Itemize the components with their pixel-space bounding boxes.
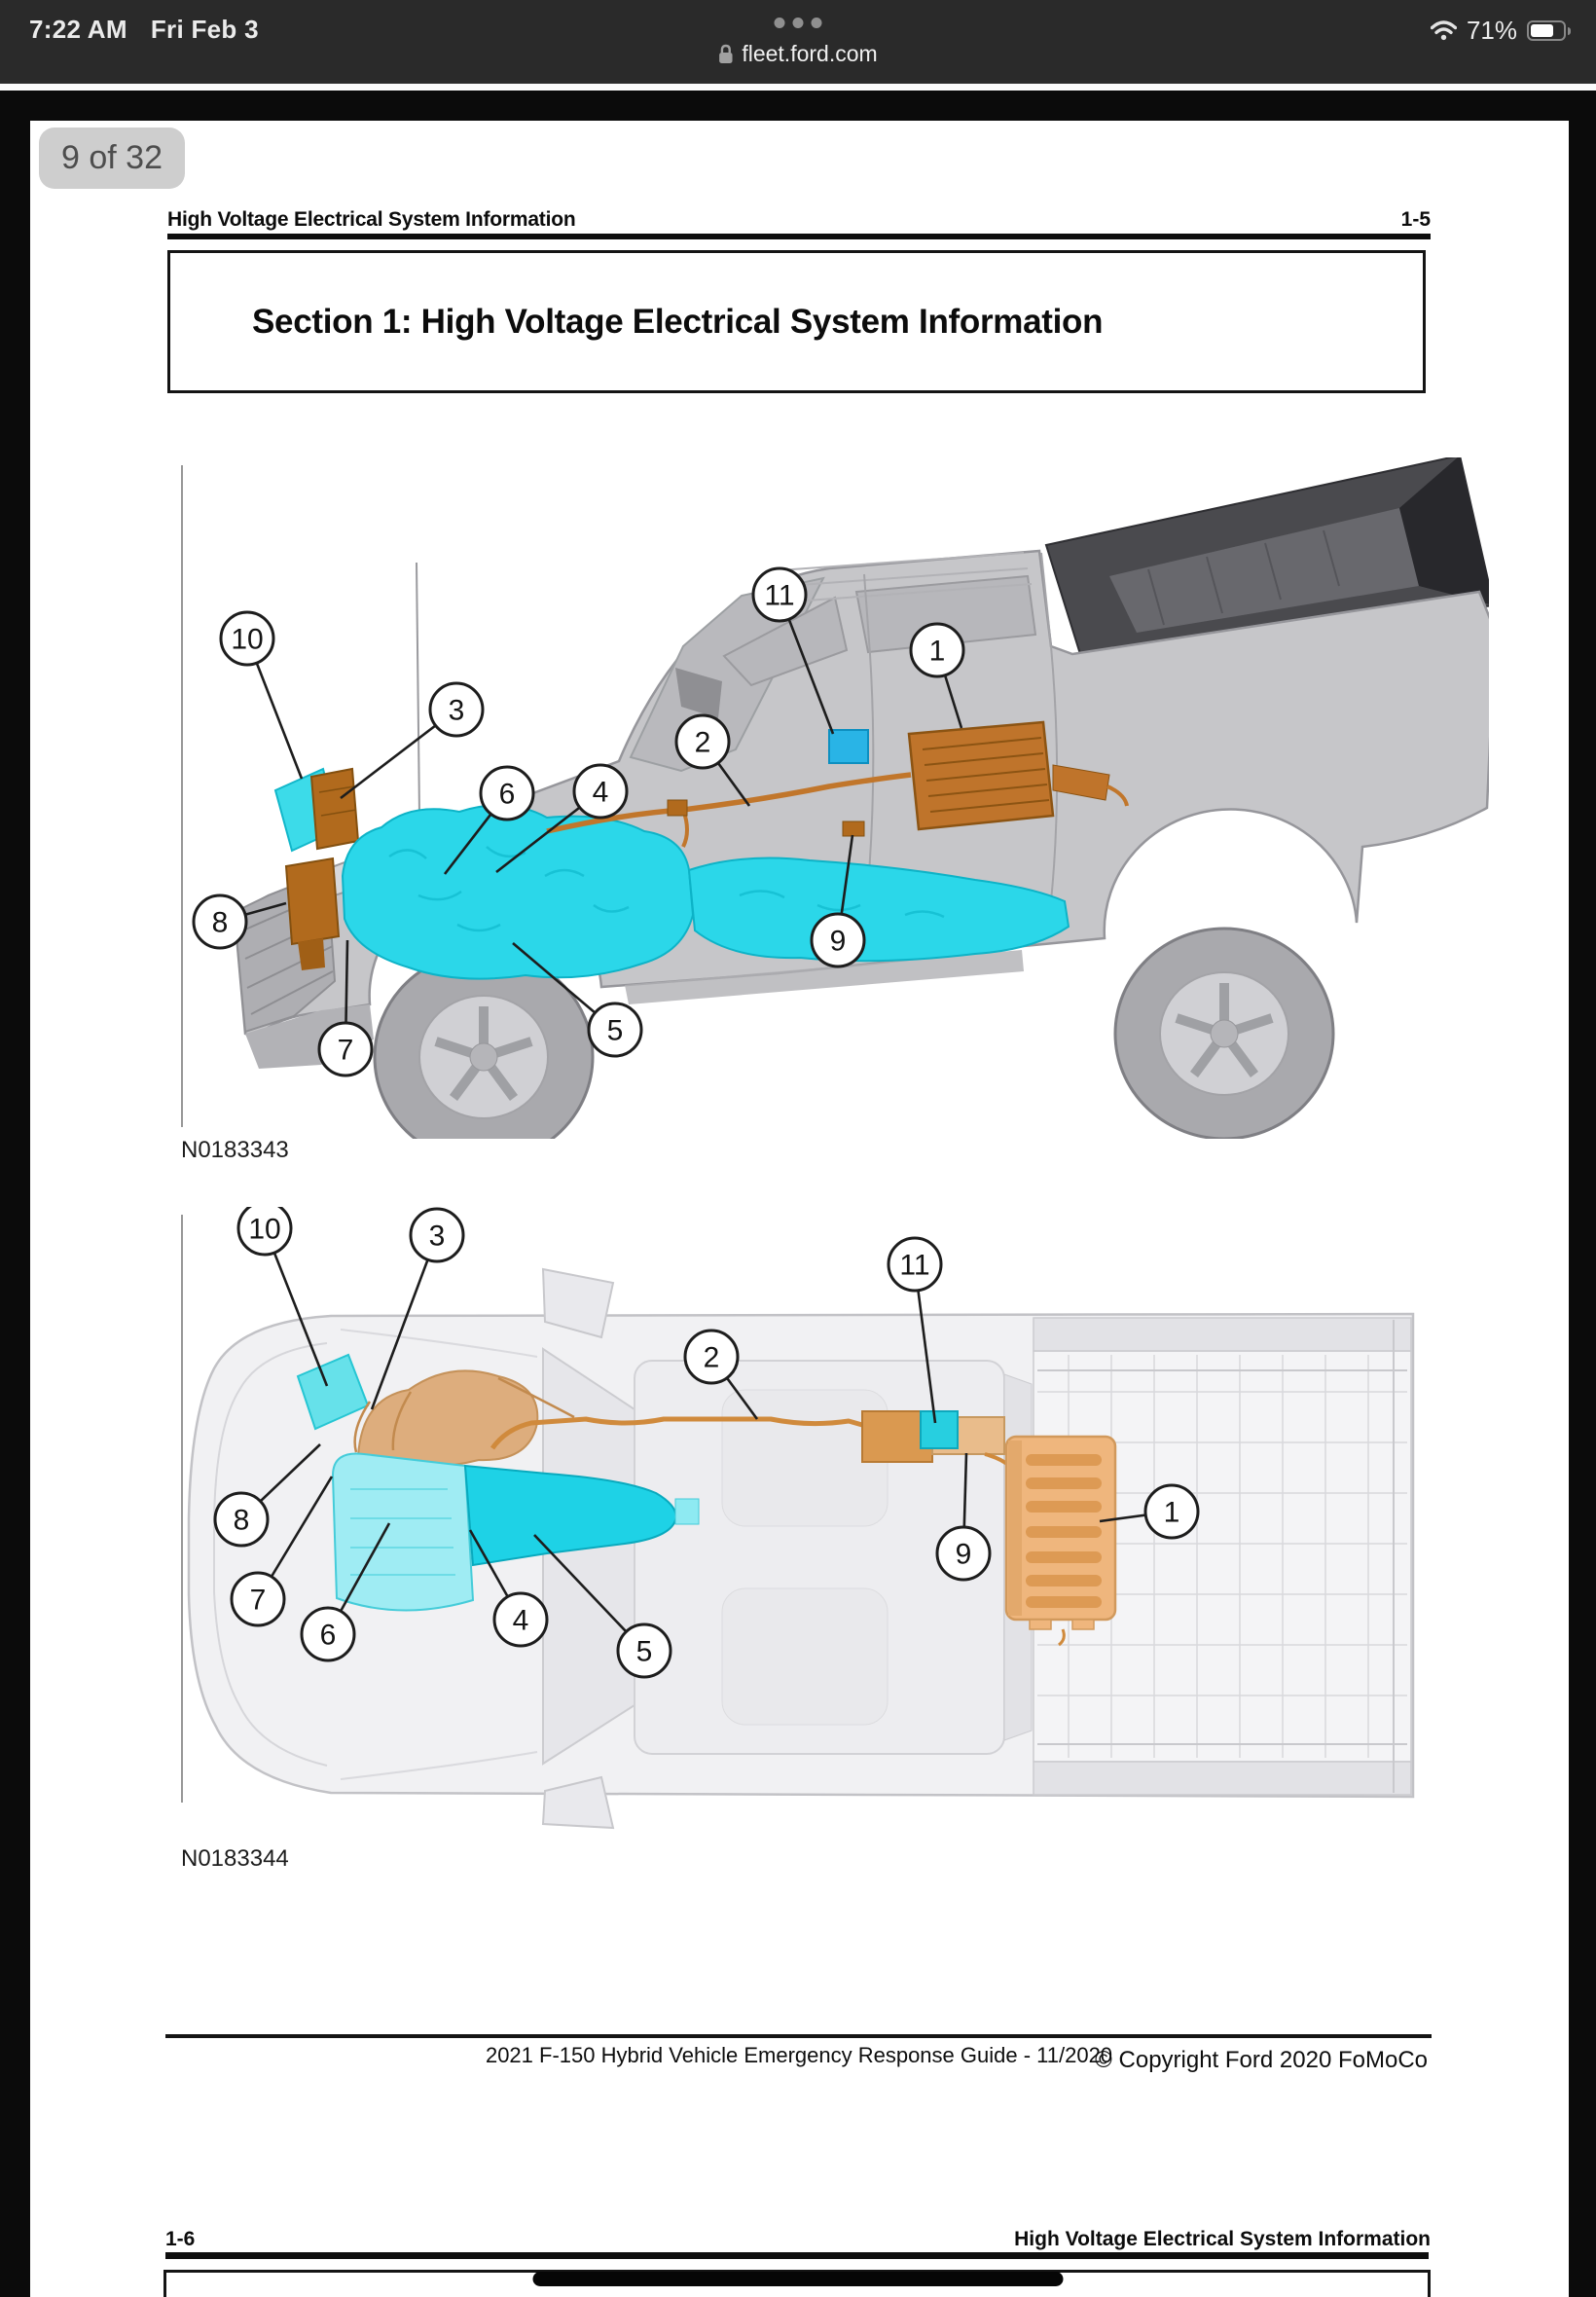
- hv-components-top: [296, 1353, 1117, 1647]
- callout-circle-4: [492, 1591, 549, 1648]
- status-right-cluster: 71%: [1430, 16, 1571, 46]
- figure2-reference: N0183344: [181, 1845, 289, 1872]
- truck-side-body: [235, 457, 1489, 1069]
- callout-number-9: 9: [830, 926, 847, 958]
- callout-circle-4: [572, 763, 629, 820]
- hv-cable: [546, 772, 912, 834]
- side-mirror: [675, 668, 722, 718]
- mirror-right: [541, 1775, 615, 1830]
- callout-number-3: 3: [449, 695, 465, 727]
- callout-circle-10: [236, 1207, 293, 1257]
- front-wheel: [373, 950, 595, 1139]
- component-engine: [341, 804, 695, 980]
- status-time: 7:22 AM: [29, 15, 127, 44]
- callout-number-7: 7: [338, 1035, 354, 1067]
- section-title: Section 1: High Voltage Electrical Syste…: [252, 302, 1104, 341]
- callout-number-1: 1: [929, 636, 946, 668]
- callout-number-11: 11: [899, 1250, 929, 1282]
- wifi-icon: [1430, 20, 1457, 41]
- component-11-disconnect: [920, 1410, 959, 1449]
- home-indicator[interactable]: [532, 2272, 1064, 2286]
- callout-circle-5: [616, 1622, 672, 1679]
- next-running-header: High Voltage Electrical System Informati…: [1014, 2228, 1431, 2250]
- callout-circle-6: [479, 765, 535, 821]
- hv-components-side: [273, 720, 1129, 980]
- figure-top-view: 10 3 11 2 8 7 6 4 5 9 1: [181, 1207, 1415, 1830]
- callout-number-10: 10: [231, 624, 263, 656]
- running-header: High Voltage Electrical System Informati…: [167, 208, 576, 231]
- callout-number-2: 2: [695, 727, 711, 759]
- figure1-reference: N0183343: [181, 1137, 289, 1163]
- callout-number-8: 8: [234, 1505, 250, 1537]
- callout-number-1: 1: [1164, 1497, 1180, 1529]
- callout-circle-9: [810, 912, 866, 968]
- hv-cable: [490, 1416, 863, 1450]
- status-bar: 7:22 AM Fri Feb 3 fleet.ford.com 71%: [0, 0, 1596, 84]
- callout-number-8: 8: [212, 907, 229, 939]
- status-date: Fri Feb 3: [150, 15, 259, 44]
- component-8-module: [284, 857, 341, 946]
- callout-number-5: 5: [636, 1636, 653, 1668]
- callout-circle-3: [428, 681, 485, 738]
- multitasking-dots-icon[interactable]: [774, 18, 822, 28]
- callout-circle-3: [409, 1207, 465, 1263]
- battery-fill: [1531, 24, 1553, 37]
- callout-number-3: 3: [429, 1221, 446, 1253]
- antenna: [416, 562, 420, 817]
- callout-number-6: 6: [499, 779, 516, 811]
- battery-percent: 71%: [1466, 16, 1517, 45]
- component-3-module: [309, 767, 360, 851]
- callout-number-10: 10: [248, 1214, 280, 1246]
- component-11-disconnect: [828, 729, 869, 764]
- page-number: 1-5: [1400, 208, 1431, 231]
- pdf-page[interactable]: 9 of 32 High Voltage Electrical System I…: [30, 121, 1569, 2297]
- url-text: fleet.ford.com: [742, 41, 878, 66]
- callout-number-11: 11: [764, 580, 794, 612]
- callout-leader-3: [370, 1234, 439, 1410]
- callout-number-2: 2: [704, 1342, 720, 1374]
- callout-circle-10: [219, 610, 275, 667]
- rear-wheel: [1113, 927, 1335, 1139]
- callout-number-6: 6: [320, 1620, 337, 1652]
- callout-circle-11: [887, 1236, 943, 1293]
- page-count-badge: 9 of 32: [39, 128, 185, 189]
- callout-circle-8: [213, 1491, 270, 1548]
- callout-circle-5: [587, 1002, 643, 1058]
- footer-copyright: © Copyright Ford 2020 FoMoCo: [1095, 2047, 1428, 2073]
- windshield: [542, 1347, 635, 1766]
- callout-leader-10: [263, 1227, 329, 1387]
- callout-number-5: 5: [607, 1015, 624, 1047]
- status-time-date: 7:22 AM Fri Feb 3: [29, 15, 259, 45]
- callout-circle-2: [683, 1329, 740, 1385]
- component-engine: [331, 1452, 475, 1612]
- callout-circle-1: [1143, 1483, 1200, 1540]
- section-title-box: Section 1: High Voltage Electrical Syste…: [167, 250, 1426, 393]
- toolbar-edge: [0, 84, 1596, 91]
- callout-number-9: 9: [956, 1539, 972, 1571]
- callout-circle-2: [674, 713, 731, 770]
- callout-circle-9: [935, 1525, 992, 1582]
- callout-number-4: 4: [593, 777, 609, 809]
- callout-circle-8: [192, 893, 248, 950]
- callout-number-7: 7: [250, 1585, 267, 1617]
- mirror-left: [541, 1267, 615, 1339]
- url-bar[interactable]: fleet.ford.com: [718, 41, 878, 67]
- footer-title: 2021 F-150 Hybrid Vehicle Emergency Resp…: [485, 2043, 1113, 2067]
- callout-circle-7: [317, 1021, 374, 1077]
- next-page-number: 1-6: [165, 2228, 196, 2250]
- next-header-rule: [165, 2252, 1429, 2259]
- callout-circle-11: [751, 566, 808, 623]
- callout-circle-1: [909, 622, 965, 678]
- battery-icon: [1527, 20, 1571, 41]
- callout-circle-7: [230, 1571, 286, 1627]
- callout-circle-6: [300, 1606, 356, 1662]
- callout-number-4: 4: [513, 1605, 529, 1637]
- component-transmission: [463, 1464, 677, 1567]
- header-rule: [167, 234, 1431, 239]
- pdf-viewer-background: 9 of 32 High Voltage Electrical System I…: [0, 91, 1596, 2297]
- component-transmission: [687, 857, 1070, 963]
- lock-icon: [719, 44, 733, 63]
- footer-rule: [165, 2034, 1432, 2038]
